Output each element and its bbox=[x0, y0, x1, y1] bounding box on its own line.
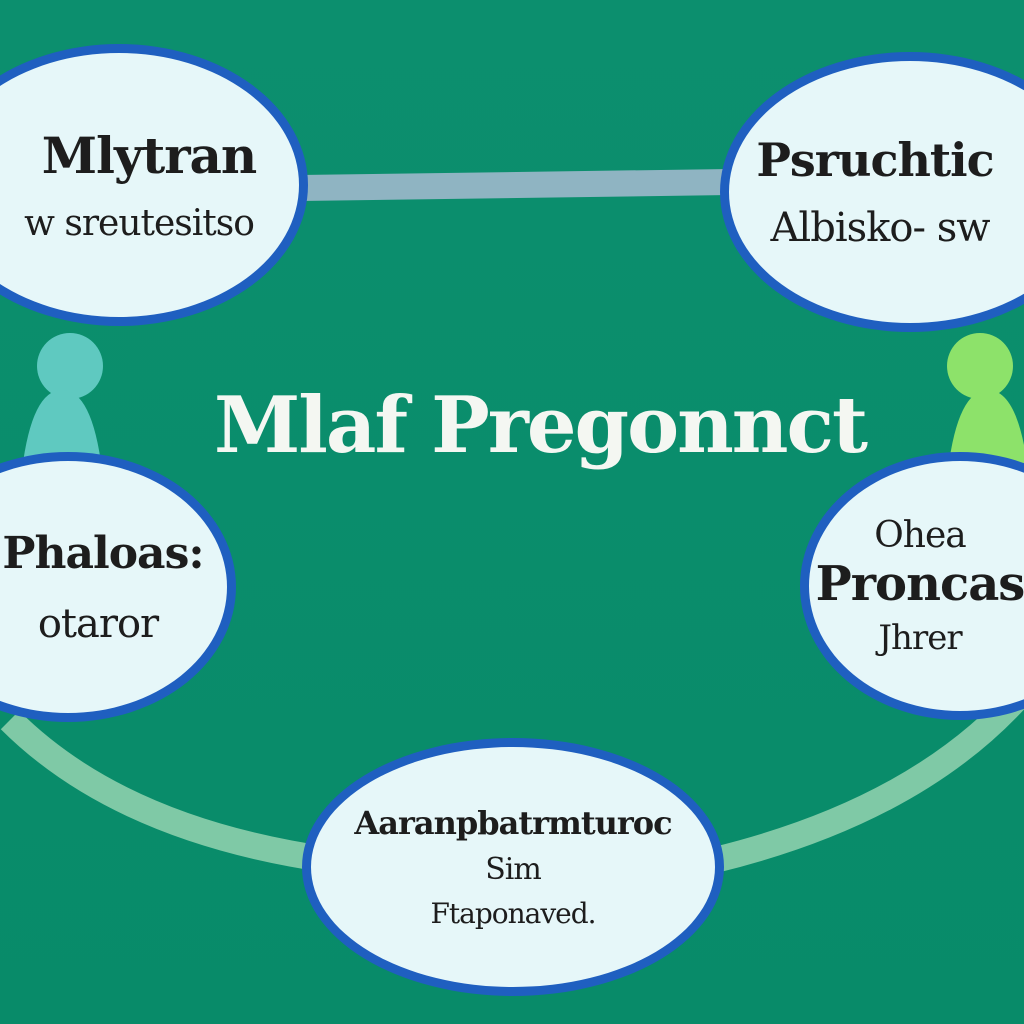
node-mid-left-line1: Phaloas: bbox=[2, 527, 204, 579]
node-mid-right-line1: Ohea bbox=[874, 514, 966, 556]
node-top-right: Psruchtic Albisko- sw bbox=[720, 52, 1024, 332]
node-bottom-line3: Ftaponaved. bbox=[430, 897, 596, 930]
connector-bottom-arc bbox=[0, 710, 332, 873]
diagram-title: Mlaf Pregonnct bbox=[213, 380, 868, 471]
node-mid-right-line2: Proncas bbox=[815, 555, 1024, 612]
node-mid-left-line2: otaror bbox=[37, 600, 159, 647]
person-icon-left bbox=[22, 333, 103, 470]
connector-top bbox=[299, 169, 731, 201]
node-top-left-line2: w sreutesitso bbox=[24, 203, 255, 244]
node-top-right-line2: Albisko- sw bbox=[770, 205, 991, 251]
node-bottom-line1: Aaranpbatrmturoc bbox=[354, 804, 672, 842]
connector-bottom-arc-right bbox=[711, 681, 1024, 873]
node-bottom-line2: Sim bbox=[485, 852, 542, 887]
person-icon-right bbox=[947, 333, 1024, 470]
node-top-right-line1: Psruchtic bbox=[756, 133, 994, 187]
node-top-left-line1: Mlytran bbox=[41, 126, 258, 185]
node-bottom: Aaranpbatrmturoc Sim Ftaponaved. bbox=[302, 738, 724, 996]
node-mid-right-line3: Jhrer bbox=[878, 617, 962, 658]
node-top-left: Mlytran w sreutesitso bbox=[0, 44, 308, 326]
